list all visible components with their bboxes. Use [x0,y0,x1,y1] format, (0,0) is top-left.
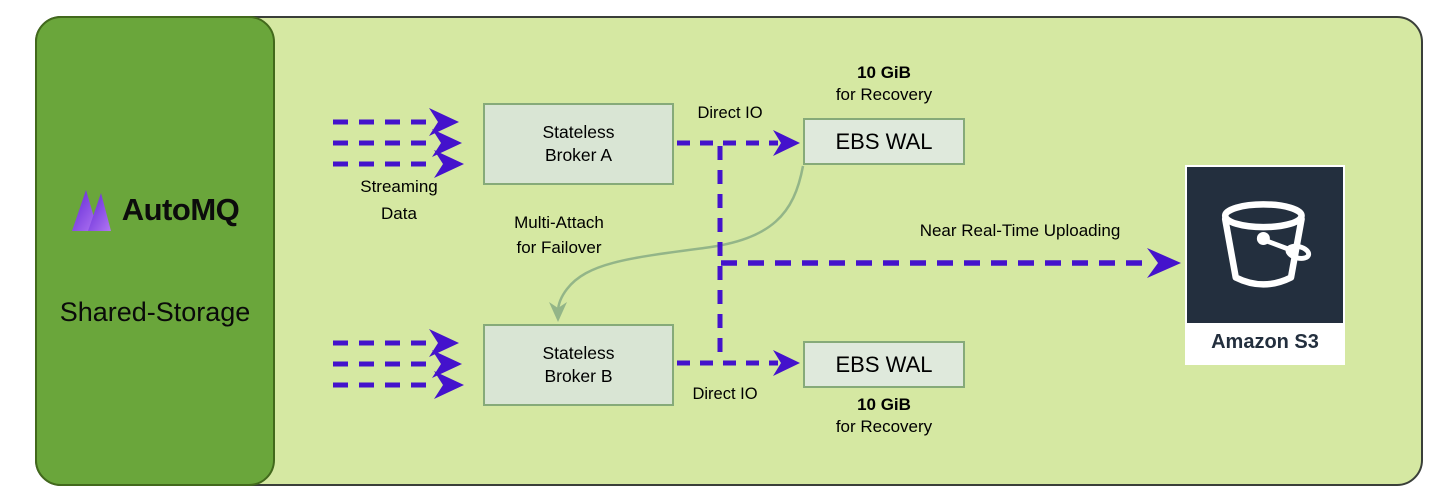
broker-a-node: Stateless Broker A [483,103,674,185]
streaming-data-label: Streaming Data [333,173,465,227]
capacity-label-top: 10 GiB for Recovery [803,62,965,106]
ebs-wal-a-node: EBS WAL [803,118,965,165]
s3-bucket-icon [1221,201,1312,288]
multi-attach-line2: for Failover [516,238,602,257]
direct-io-label-top: Direct IO [697,104,763,122]
broker-a-label-line2: Broker A [544,145,613,165]
multi-attach-label: Multi-Attach for Failover [488,210,630,260]
direct-io-label-bottom: Direct IO [692,385,758,403]
ebs-wal-a-label: EBS WAL [835,128,933,154]
ebs-wal-b-node: EBS WAL [803,341,965,388]
capacity-label-bottom: 10 GiB for Recovery [803,394,965,438]
capacity-top-size: 10 GiB [857,63,911,82]
streaming-data-line1: Streaming [360,177,438,196]
automq-panel [35,16,275,486]
streaming-data-line2: Data [381,204,417,223]
broker-b-label-line1: Stateless [542,343,615,363]
broker-a-label-line1: Stateless [542,122,615,142]
capacity-bottom-size: 10 GiB [857,395,911,414]
broker-b-node: Stateless Broker B [483,324,674,406]
automq-logo-text: AutoMQ [121,192,240,227]
s3-icon-box [1187,167,1343,323]
capacity-top-purpose: for Recovery [835,85,933,104]
automq-logo: AutoMQ [35,184,275,236]
multi-attach-line1: Multi-Attach [514,213,604,232]
broker-b-label-line2: Broker B [544,366,613,386]
uploading-label: Near Real-Time Uploading [919,221,1121,240]
shared-storage-title: Shared-Storage [59,297,251,327]
s3-card: Amazon S3 [1185,165,1345,365]
automq-logo-icon [71,190,111,231]
capacity-bottom-purpose: for Recovery [835,417,933,436]
ebs-wal-b-label: EBS WAL [835,351,933,377]
s3-label: Amazon S3 [1211,331,1319,353]
